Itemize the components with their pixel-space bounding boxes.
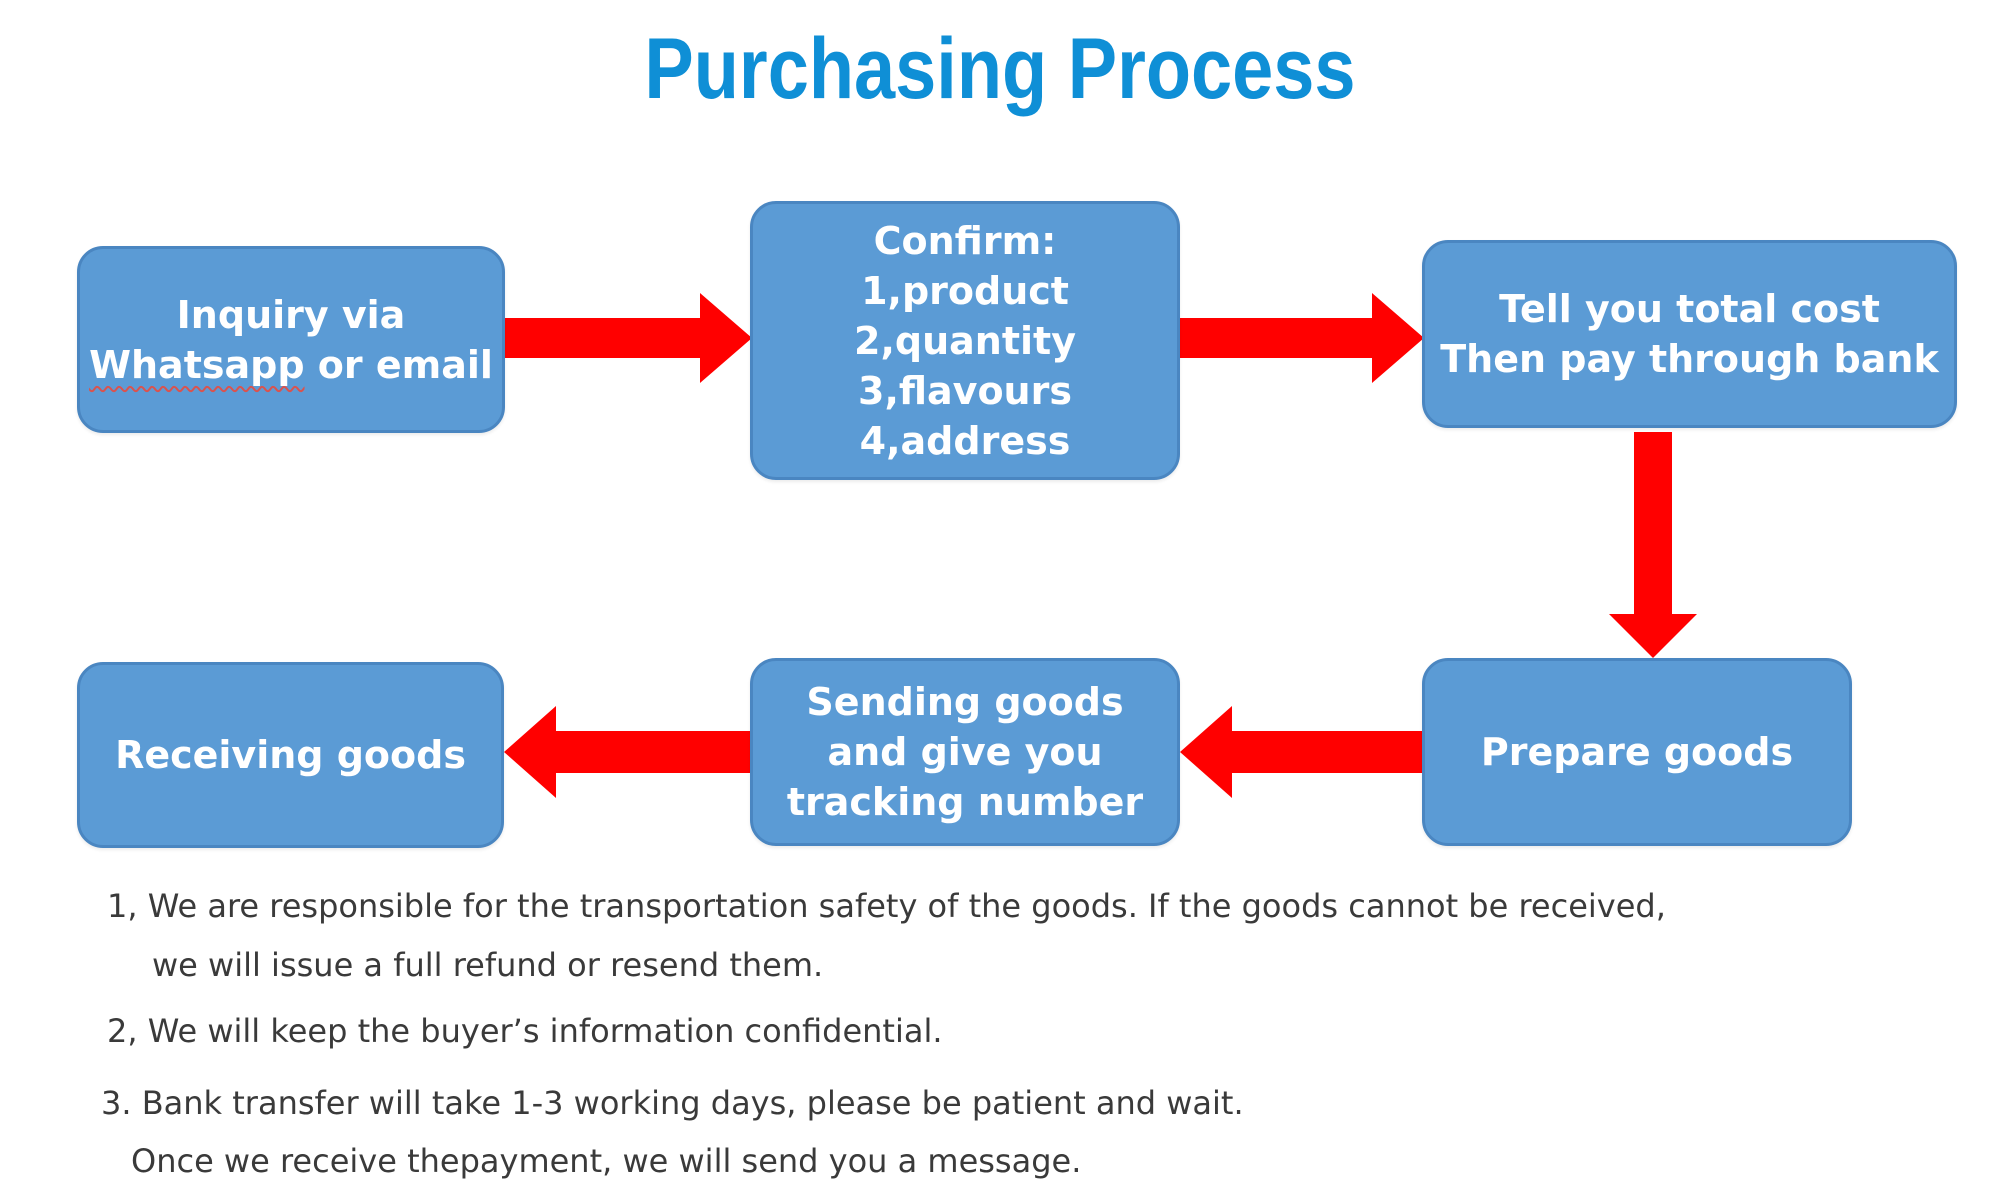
step-confirm-line4: 3,flavours [858,368,1072,413]
step-confirm-line3: 2,quantity [854,318,1076,363]
step-sending-line1: Sending goods [806,680,1124,724]
step-inquiry-line1: Inquiry via [176,292,406,337]
page-title: Purchasing Process [644,21,1356,117]
step-receiving-box: Receiving goods [77,662,504,848]
arrow-left-2 [504,706,750,798]
step-payment-line2: Then pay through bank [1440,337,1939,381]
step-sending-box: Sending goods and give you tracking numb… [750,658,1180,846]
step-inquiry-line2: Whatsapp or email [89,340,493,390]
whatsapp-spellcheck-word: Whatsapp [89,342,305,387]
step-payment-box: Tell you total cost Then pay through ban… [1422,240,1957,428]
step-inquiry-line2-rest: or email [304,342,493,387]
step-inquiry-box: Inquiry via Whatsapp or email [77,246,505,433]
step-confirm-line1: Confirm: [873,218,1057,263]
arrow-down-1 [1609,432,1697,658]
arrow-left-1 [1180,706,1422,798]
step-payment-line1: Tell you total cost [1499,287,1880,331]
arrow-right-1 [505,293,752,383]
step-confirm-box: Confirm: 1,product 2,quantity 3,flavours… [750,201,1180,480]
step-prepare-line1: Prepare goods [1480,730,1794,774]
arrow-right-2 [1180,293,1424,383]
step-receiving-line1: Receiving goods [115,733,466,777]
step-confirm-line5: 4,address [859,418,1071,463]
step-prepare-box: Prepare goods [1422,658,1852,846]
step-sending-line2: and give you [827,730,1103,774]
step-sending-line3: tracking number [786,780,1144,824]
step-confirm-line2: 1,product [861,268,1069,313]
